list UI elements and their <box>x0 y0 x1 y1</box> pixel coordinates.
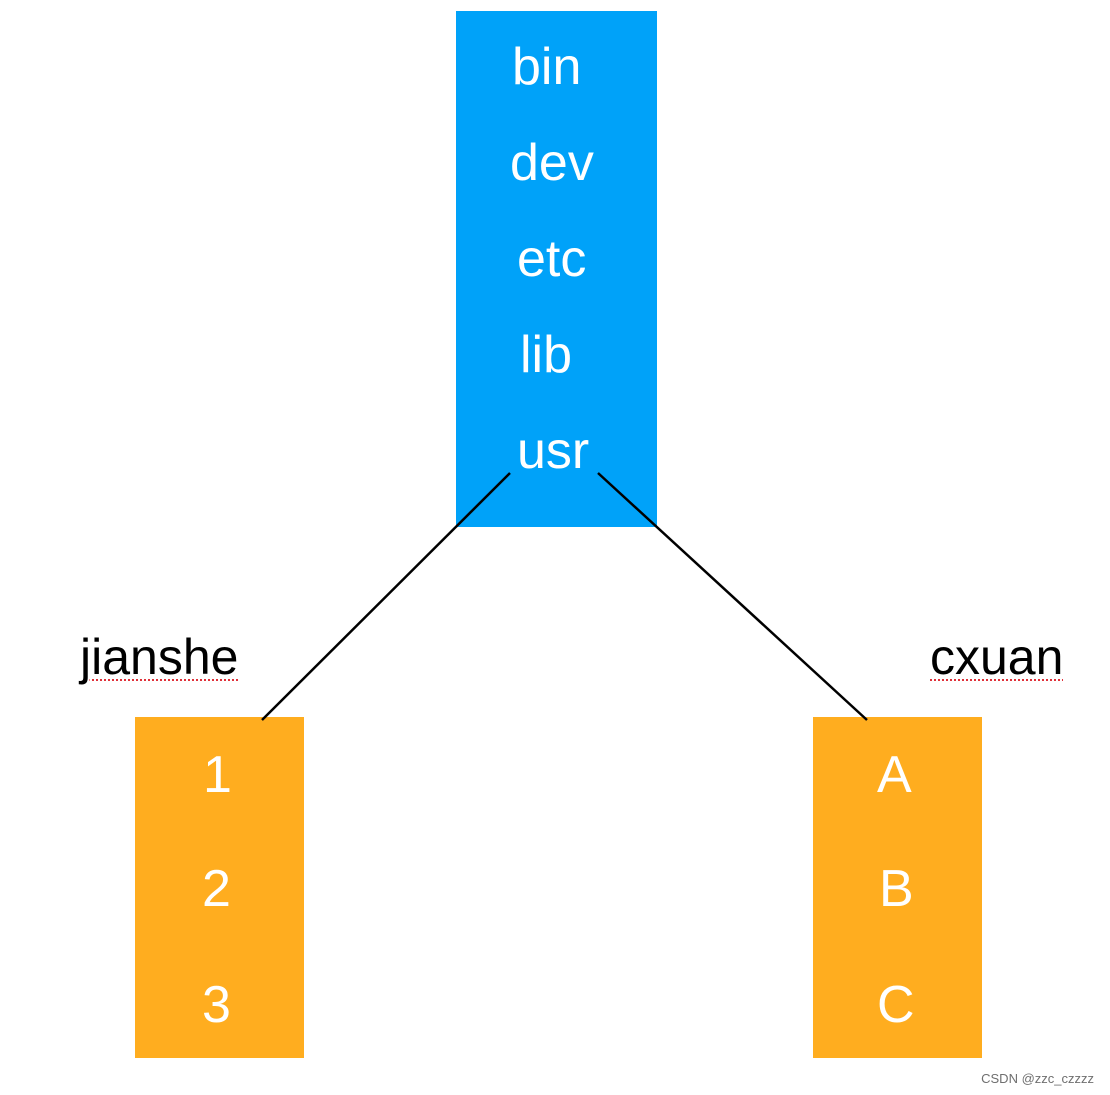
root-item-lib: lib <box>520 326 573 384</box>
jianshe-directory-box: 1 2 3 <box>135 717 304 1058</box>
cxuan-directory-box: A B C <box>813 717 982 1058</box>
directory-label-cxuan: cxuan <box>930 629 1064 685</box>
jianshe-item-1: 1 <box>203 746 232 804</box>
jianshe-item-2: 2 <box>202 860 231 918</box>
jianshe-item-3: 3 <box>202 976 231 1034</box>
root-directory-box: bin dev etc lib usr <box>456 11 657 527</box>
cxuan-item-a: A <box>877 746 912 804</box>
cxuan-item-c: C <box>877 976 915 1034</box>
root-item-usr: usr <box>517 422 590 480</box>
cxuan-item-b: B <box>879 860 914 918</box>
root-item-etc: etc <box>517 230 587 288</box>
root-item-dev: dev <box>510 134 594 192</box>
watermark-label: CSDN @zzc_czzzz <box>981 1071 1094 1086</box>
root-item-bin: bin <box>512 38 582 96</box>
directory-label-jianshe: jianshe <box>80 629 239 685</box>
